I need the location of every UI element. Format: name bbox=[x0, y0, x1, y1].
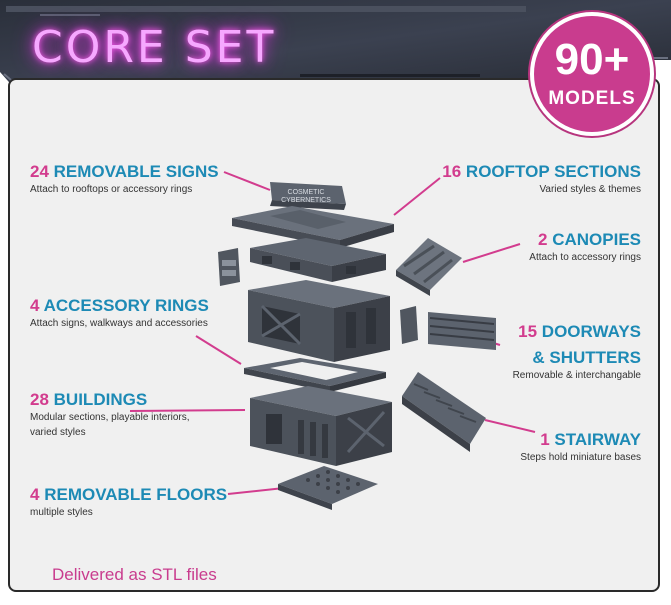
upper-ring-model bbox=[250, 238, 386, 282]
canopy-model bbox=[396, 238, 462, 296]
label-doorways-shutters: 15 DOORWAYS & SHUTTERS Removable & inter… bbox=[513, 322, 641, 383]
models-badge: 90+ MODELS bbox=[530, 12, 654, 136]
header-banner: CORE SET bbox=[0, 0, 671, 92]
floor-model bbox=[278, 466, 378, 510]
label-subtitle: Attach signs, walkways and accessories bbox=[30, 318, 208, 329]
label-stairway: 1 STAIRWAY Steps hold miniature bases bbox=[520, 430, 641, 465]
label-buildings: 28 BUILDINGS Modular sections, playable … bbox=[30, 390, 190, 440]
label-subtitle: Attach to accessory rings bbox=[529, 252, 641, 263]
label-name: REMOVABLE FLOORS bbox=[44, 485, 228, 504]
stairway-model bbox=[402, 372, 486, 452]
label-name: ROOFTOP SECTIONS bbox=[465, 162, 641, 181]
label-name: ACCESSORY RINGS bbox=[43, 296, 209, 315]
small-sign-model bbox=[218, 248, 240, 286]
label-removable-floors: 4 REMOVABLE FLOORS multiple styles bbox=[30, 485, 227, 520]
label-name: CANOPIES bbox=[552, 230, 641, 249]
label-count: 2 bbox=[538, 230, 548, 249]
label-count: 1 bbox=[540, 430, 550, 449]
lower-ring-model bbox=[244, 358, 386, 392]
sign-text-line-1: COSMETIC bbox=[288, 189, 325, 196]
middle-section-model bbox=[248, 280, 390, 362]
sign-model: COSMETIC CYBERNETICS bbox=[270, 182, 346, 210]
delivery-note: Delivered as STL files bbox=[52, 565, 217, 584]
page-title: CORE SET bbox=[32, 22, 277, 73]
label-subtitle: Attach to rooftops or accessory rings bbox=[30, 184, 193, 195]
label-rooftop-sections: 16 ROOFTOP SECTIONS Varied styles & them… bbox=[442, 162, 641, 197]
doorway-model bbox=[400, 306, 496, 350]
label-name: STAIRWAY bbox=[554, 430, 641, 449]
label-removable-signs: 24 REMOVABLE SIGNS Attach to rooftops or… bbox=[30, 162, 219, 197]
label-canopies: 2 CANOPIES Attach to accessory rings bbox=[529, 230, 641, 265]
label-count: 15 bbox=[518, 322, 538, 341]
label-accessory-rings: 4 ACCESSORY RINGS Attach signs, walkways… bbox=[30, 296, 209, 331]
lower-building-model bbox=[250, 386, 392, 466]
label-subtitle: Steps hold miniature bases bbox=[520, 452, 641, 463]
label-name: REMOVABLE SIGNS bbox=[53, 162, 219, 181]
label-count: 4 bbox=[30, 485, 40, 504]
label-count: 4 bbox=[30, 296, 40, 315]
label-count: 24 bbox=[30, 162, 49, 181]
sign-text-line-2: CYBERNETICS bbox=[281, 197, 331, 204]
badge-label: MODELS bbox=[548, 88, 636, 109]
label-subtitle: multiple styles bbox=[30, 507, 93, 518]
badge-count: 90+ bbox=[554, 35, 630, 84]
label-name-line-2: & SHUTTERS bbox=[532, 348, 641, 367]
label-count: 16 bbox=[442, 162, 462, 181]
label-subtitle: Removable & interchangable bbox=[512, 370, 641, 381]
label-name: DOORWAYS bbox=[541, 322, 641, 341]
label-subtitle-line-2: varied styles bbox=[30, 427, 86, 438]
label-subtitle: Modular sections, playable interiors, bbox=[30, 412, 190, 423]
label-name: BUILDINGS bbox=[53, 390, 148, 409]
label-count: 28 bbox=[30, 390, 49, 409]
label-subtitle: Varied styles & themes bbox=[539, 184, 641, 195]
